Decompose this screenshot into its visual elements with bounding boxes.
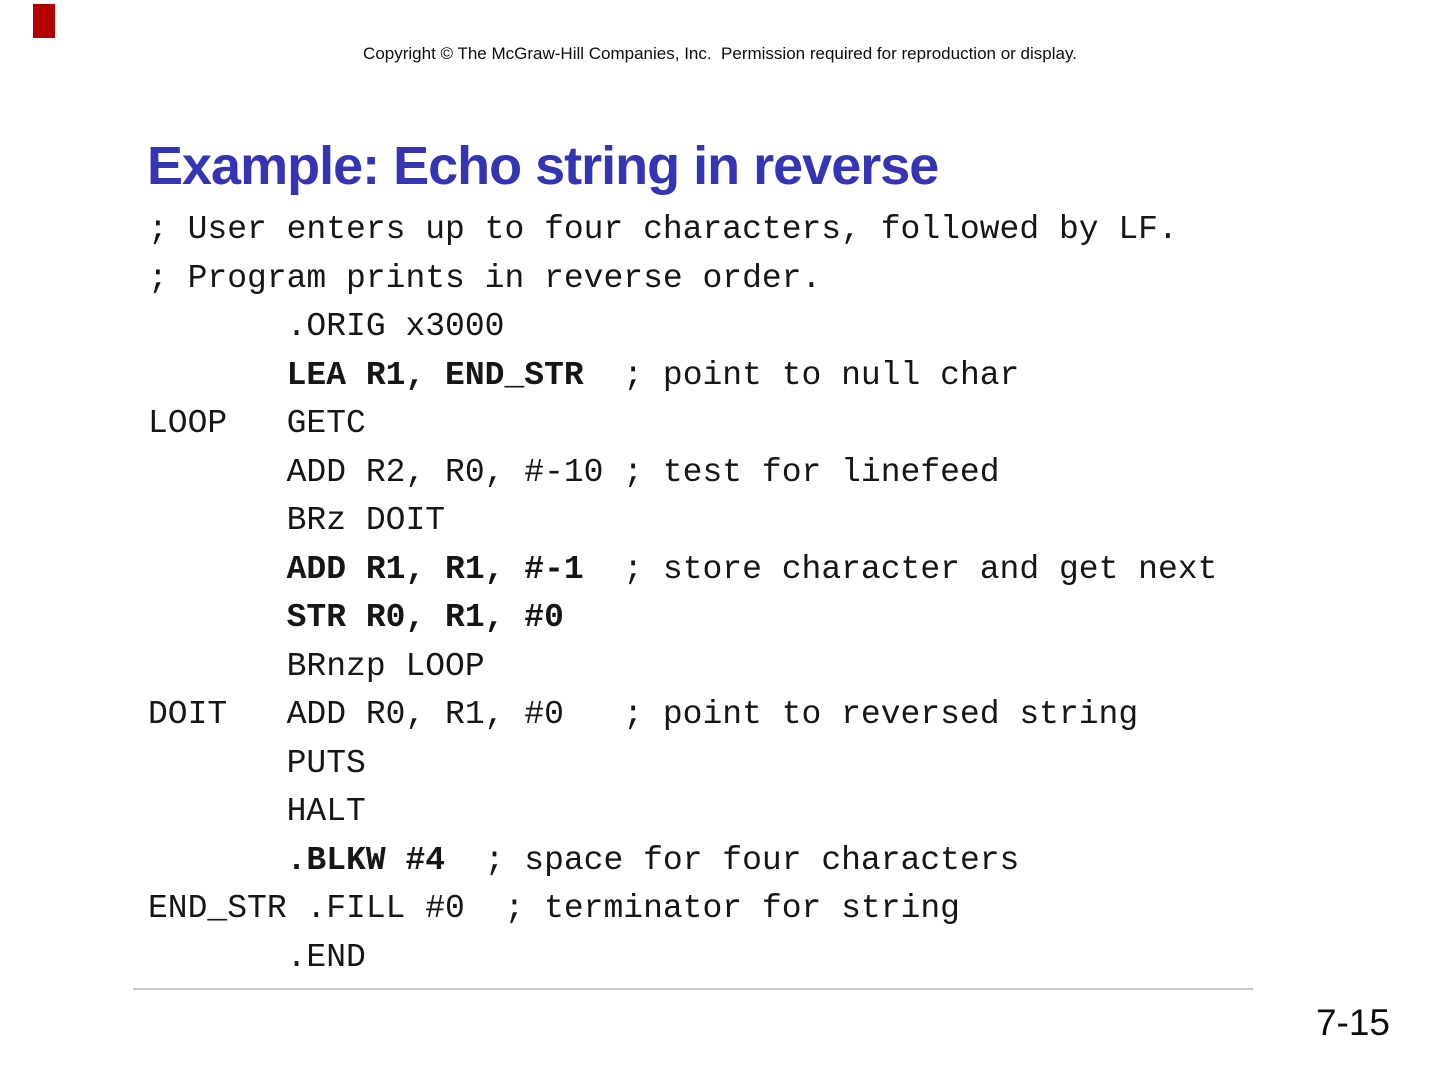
footer-divider xyxy=(133,988,1253,990)
code-line: ; Program prints in reverse order. xyxy=(148,259,822,297)
code-line: .END xyxy=(148,938,366,976)
code-line: STR R0, R1, #0 xyxy=(286,599,564,636)
code-line: ; User enters up to four characters, fol… xyxy=(148,211,1178,248)
code-line: .ORIG x3000 xyxy=(148,308,505,345)
red-marker xyxy=(33,4,55,38)
code-line: .BLKW #4 ; space for four characters xyxy=(286,841,1020,879)
code-line: HALT xyxy=(148,793,366,830)
code-line: DOIT ADD R0, R1, #0 ; point to reversed … xyxy=(148,696,1139,733)
code-block: ; User enters up to four characters, fol… xyxy=(148,206,1217,982)
page-number: 7-15 xyxy=(1315,1002,1390,1043)
code-line: ADD R1, R1, #-1 ; store character and ge… xyxy=(286,550,1218,588)
copyright-notice: Copyright © The McGraw-Hill Companies, I… xyxy=(363,44,1077,63)
code-line: END_STR .FILL #0 ; terminator for string xyxy=(148,890,960,927)
code-line: ADD R2, R0, #-10 ; test for linefeed xyxy=(148,453,1000,491)
code-line: LEA R1, END_STR ; point to null char xyxy=(286,356,1020,394)
code-line: LOOP GETC xyxy=(148,405,366,442)
code-line: PUTS xyxy=(148,744,366,782)
code-line: BRz DOIT xyxy=(148,502,446,539)
slide-title: Example: Echo string in reverse xyxy=(147,136,939,197)
code-line: BRnzp LOOP xyxy=(148,647,485,685)
